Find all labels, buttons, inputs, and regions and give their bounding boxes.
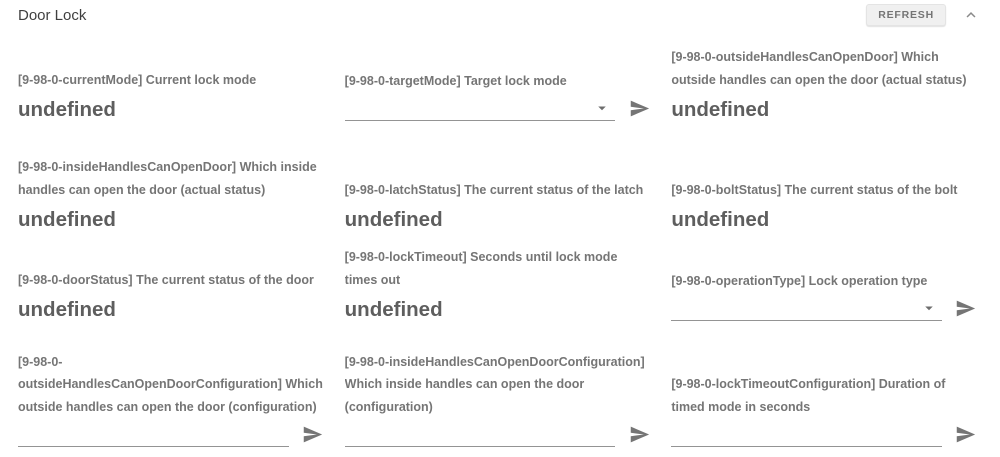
panel-title: Door Lock bbox=[18, 6, 87, 24]
field-lockTimeoutConfiguration: [9-98-0-lockTimeoutConfiguration] Durati… bbox=[671, 334, 978, 454]
field-label: [9-98-0-targetMode] Target lock mode bbox=[344, 73, 567, 88]
field-label: [9-98-0-lockTimeout] Seconds until lock … bbox=[344, 250, 618, 287]
field-targetMode: [9-98-0-targetMode] Target lock mode bbox=[344, 28, 652, 134]
field-value: undefined bbox=[18, 208, 116, 232]
field-label: [9-98-0-currentMode] Current lock mode bbox=[18, 72, 257, 87]
field-label: [9-98-0-boltStatus] The current status o… bbox=[671, 182, 958, 197]
select-input[interactable] bbox=[671, 295, 942, 321]
field-value: undefined bbox=[18, 298, 116, 322]
collapse-button[interactable] bbox=[960, 4, 982, 26]
field-label: [9-98-0-latchStatus] The current status … bbox=[344, 182, 644, 197]
send-button[interactable] bbox=[627, 96, 651, 120]
field-label: [9-98-0-doorStatus] The current status o… bbox=[18, 272, 314, 287]
field-value: undefined bbox=[344, 208, 443, 232]
text-input[interactable] bbox=[18, 421, 289, 447]
field-label: [9-98-0-outsideHandlesCanOpenDoor] Which… bbox=[671, 50, 967, 87]
field-label: [9-98-0-insideHandlesCanOpenDoor] Which … bbox=[18, 160, 317, 197]
field-input-row bbox=[344, 420, 652, 448]
send-button[interactable] bbox=[954, 296, 978, 320]
fields-grid: [9-98-0-currentMode] Current lock mode u… bbox=[0, 28, 1000, 454]
field-label: [9-98-0-outsideHandlesCanOpenDoorConfigu… bbox=[18, 354, 323, 414]
header-actions: REFRESH bbox=[866, 4, 982, 26]
field-doorStatus: [9-98-0-doorStatus] The current status o… bbox=[18, 244, 325, 334]
panel-header: Door Lock REFRESH bbox=[0, 0, 1000, 28]
field-label: [9-98-0-operationType] Lock operation ty… bbox=[671, 273, 928, 288]
field-outsideHandlesCanOpenDoor: [9-98-0-outsideHandlesCanOpenDoor] Which… bbox=[671, 28, 978, 134]
send-icon bbox=[957, 300, 976, 316]
caret-down-icon bbox=[925, 306, 933, 310]
field-input-row bbox=[671, 420, 978, 448]
field-outsideHandlesCanOpenDoorConfiguration: [9-98-0-outsideHandlesCanOpenDoorConfigu… bbox=[18, 334, 325, 454]
field-insideHandlesCanOpenDoorConfiguration: [9-98-0-insideHandlesCanOpenDoorConfigur… bbox=[344, 334, 652, 454]
send-icon bbox=[630, 100, 649, 116]
refresh-button[interactable]: REFRESH bbox=[866, 4, 946, 26]
send-button[interactable] bbox=[301, 422, 325, 446]
field-operationType: [9-98-0-operationType] Lock operation ty… bbox=[671, 244, 978, 334]
send-icon bbox=[303, 426, 323, 442]
field-value: undefined bbox=[671, 208, 770, 232]
field-insideHandlesCanOpenDoor: [9-98-0-insideHandlesCanOpenDoor] Which … bbox=[18, 134, 325, 244]
field-latchStatus: [9-98-0-latchStatus] The current status … bbox=[345, 134, 652, 244]
caret-down-icon bbox=[598, 106, 607, 110]
text-input[interactable] bbox=[671, 421, 942, 447]
send-icon bbox=[957, 426, 976, 442]
field-label: [9-98-0-lockTimeoutConfiguration] Durati… bbox=[671, 377, 946, 414]
field-input-row bbox=[18, 420, 325, 448]
field-select-row bbox=[671, 294, 978, 322]
select-input[interactable] bbox=[344, 95, 616, 121]
send-icon bbox=[630, 426, 649, 442]
send-button[interactable] bbox=[954, 422, 978, 446]
field-select-row bbox=[344, 94, 652, 122]
field-label: [9-98-0-insideHandlesCanOpenDoorConfigur… bbox=[344, 354, 645, 414]
field-value: undefined bbox=[671, 98, 770, 122]
field-currentMode: [9-98-0-currentMode] Current lock mode u… bbox=[18, 28, 325, 134]
field-boltStatus: [9-98-0-boltStatus] The current status o… bbox=[671, 134, 978, 244]
field-value: undefined bbox=[344, 298, 443, 322]
field-lockTimeout: [9-98-0-lockTimeout] Seconds until lock … bbox=[345, 244, 652, 334]
send-button[interactable] bbox=[627, 422, 651, 446]
field-value: undefined bbox=[18, 98, 116, 122]
chevron-up-icon bbox=[966, 12, 976, 18]
text-input[interactable] bbox=[344, 421, 616, 447]
